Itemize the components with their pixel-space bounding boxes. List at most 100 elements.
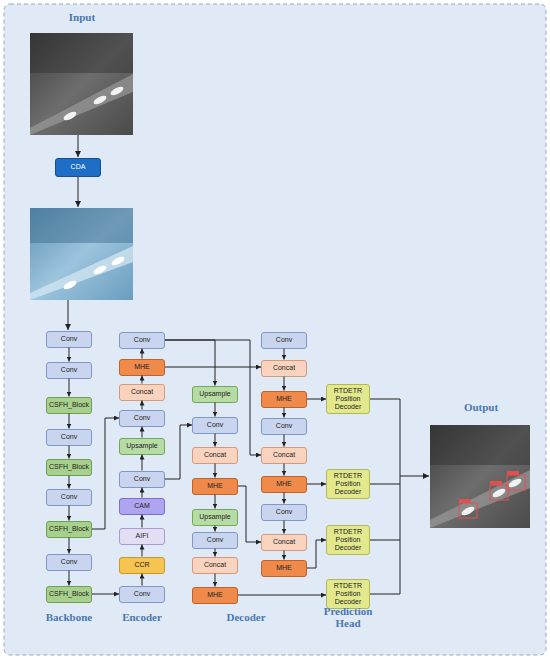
image-background: [30, 208, 133, 300]
block-label: Conv: [134, 336, 150, 344]
flow-arrow: [307, 484, 326, 485]
prediction-head: RTDETR Position Decoder: [326, 384, 370, 414]
image-background: [430, 425, 530, 528]
flow-arrow: [69, 379, 70, 397]
flow-arrow: [142, 401, 143, 410]
flow-arrow: [69, 538, 70, 554]
car: [110, 255, 125, 267]
road: [30, 74, 133, 135]
flow-arrow: [307, 540, 326, 568]
column-label: Backbone: [39, 611, 99, 623]
concat-block: Concat: [192, 557, 238, 574]
panel-title: Output: [451, 401, 511, 413]
detection-tag: [459, 499, 471, 503]
prediction-head: RTDETR Position Decoder: [326, 579, 370, 609]
block-label: MHE: [207, 591, 223, 599]
block-label: Conv: [61, 493, 77, 501]
flow-arrow: [284, 551, 285, 560]
input-image: [30, 33, 133, 135]
column-label: Prediction Head: [319, 605, 377, 629]
block-label: Conv: [61, 335, 77, 343]
flow-arrow: [142, 427, 143, 438]
concat-block: Concat: [261, 534, 307, 551]
detection-tag: [507, 471, 519, 475]
csfh-block: CSFH_Block: [46, 397, 92, 414]
block-label: Concat: [204, 561, 226, 569]
block-label: MHE: [276, 480, 292, 488]
conv-block: Conv: [119, 332, 165, 349]
conv-block: Conv: [119, 471, 165, 488]
flow-arrow: [78, 135, 79, 157]
flow-arrow: [284, 377, 285, 391]
flow-arrow: [284, 521, 285, 534]
block-label: Concat: [273, 364, 295, 372]
conv-block: Conv: [46, 362, 92, 379]
detection-tag: [490, 481, 502, 485]
flow-arrow: [142, 349, 143, 359]
flow-arrow: [215, 464, 216, 478]
block-label: RTDETR Position Decoder: [327, 387, 369, 411]
block-label: CAM: [134, 502, 150, 510]
flow-arrow: [165, 367, 261, 368]
block-label: Conv: [134, 414, 150, 422]
flow-arrow: [238, 486, 261, 542]
block-label: Concat: [273, 451, 295, 459]
block-label: Conv: [61, 558, 77, 566]
car: [507, 477, 522, 489]
flow-arrow: [78, 177, 79, 207]
block-label: Concat: [131, 388, 153, 396]
flow-arrow: [215, 403, 216, 417]
block-label: Upsample: [199, 390, 231, 398]
concat-block: Concat: [261, 360, 307, 377]
flow-arrow: [69, 446, 70, 459]
flow-arrow: [69, 571, 70, 586]
flow-arrow: [284, 408, 285, 418]
image-shadow: [430, 425, 530, 465]
flow-arrow: [142, 455, 143, 471]
conv-block: Conv: [261, 418, 307, 435]
block-label: Conv: [207, 421, 223, 429]
flow-arrow: [284, 464, 285, 476]
block-label: Conv: [276, 422, 292, 430]
flow-arrow: [284, 493, 285, 504]
block-label: RTDETR Position Decoder: [327, 582, 369, 606]
flow-arrow: [69, 348, 70, 362]
block-label: MHE: [207, 482, 223, 490]
wire: [370, 540, 400, 541]
conv-block: Conv: [46, 429, 92, 446]
conv-block: Conv: [46, 554, 92, 571]
block-label: CCR: [134, 561, 149, 569]
flow-arrow: [215, 526, 216, 532]
road: [430, 470, 530, 528]
cam-block: CAM: [119, 498, 165, 515]
flow-arrow: [215, 549, 216, 557]
wire: [370, 399, 400, 400]
wire: [400, 399, 401, 594]
block-label: Concat: [204, 451, 226, 459]
flow-arrow: [165, 340, 261, 455]
block-label: Conv: [134, 475, 150, 483]
block-label: CSFH_Block: [49, 525, 89, 533]
flow-arrow: [215, 495, 216, 509]
image-shadow: [30, 33, 133, 73]
block-label: Conv: [207, 536, 223, 544]
concat-block: Concat: [119, 384, 165, 401]
car: [109, 85, 124, 97]
mhe-block: MHE: [261, 476, 307, 493]
conv-block: Conv: [192, 532, 238, 549]
car: [92, 264, 107, 276]
csfh-block: CSFH_Block: [46, 521, 92, 538]
block-label: RTDETR Position Decoder: [327, 528, 369, 552]
block-label: CDA: [71, 163, 86, 171]
flow-arrow: [215, 434, 216, 447]
flow-arrow: [142, 574, 143, 586]
enhanced-image: [30, 208, 133, 300]
conv-block: Conv: [261, 504, 307, 521]
ccr-block: CCR: [119, 557, 165, 574]
car: [460, 505, 475, 517]
block-label: RTDETR Position Decoder: [327, 472, 369, 496]
flow-arrow: [142, 488, 143, 498]
block-label: MHE: [134, 363, 150, 371]
block-label: Conv: [61, 433, 77, 441]
mhe-block: MHE: [261, 391, 307, 408]
